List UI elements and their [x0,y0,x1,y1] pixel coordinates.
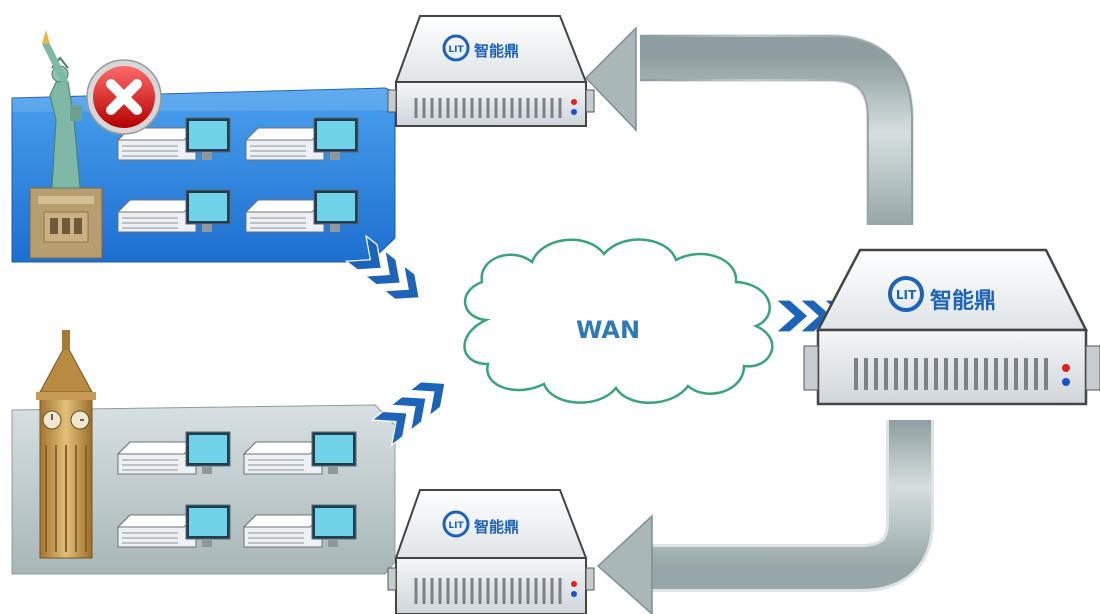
bottom-transfer-arrow [596,420,934,614]
logo-badge: LIT [448,521,464,531]
wan-cloud: WAN [463,238,774,404]
main-server: LIT 智能鼎 [803,248,1100,406]
statue-of-liberty-icon [29,30,103,259]
wan-label: WAN [576,316,640,344]
logo-text: 智能鼎 [474,42,519,60]
company-logo-icon: LIT 智能鼎 [442,34,519,62]
big-ben-icon [36,330,96,559]
company-logo-icon: LIT 智能鼎 [888,276,996,314]
logo-badge: LIT [448,45,464,55]
logo-badge: LIT [896,288,917,302]
top-server: LIT 智能鼎 [387,15,595,127]
company-logo-icon: LIT 智能鼎 [442,510,519,538]
logo-text: 智能鼎 [930,288,996,314]
logo-text: 智能鼎 [474,518,519,536]
error-x-icon [86,59,162,135]
top-return-arrow [584,26,914,225]
bottom-server: LIT 智能鼎 [387,489,595,614]
